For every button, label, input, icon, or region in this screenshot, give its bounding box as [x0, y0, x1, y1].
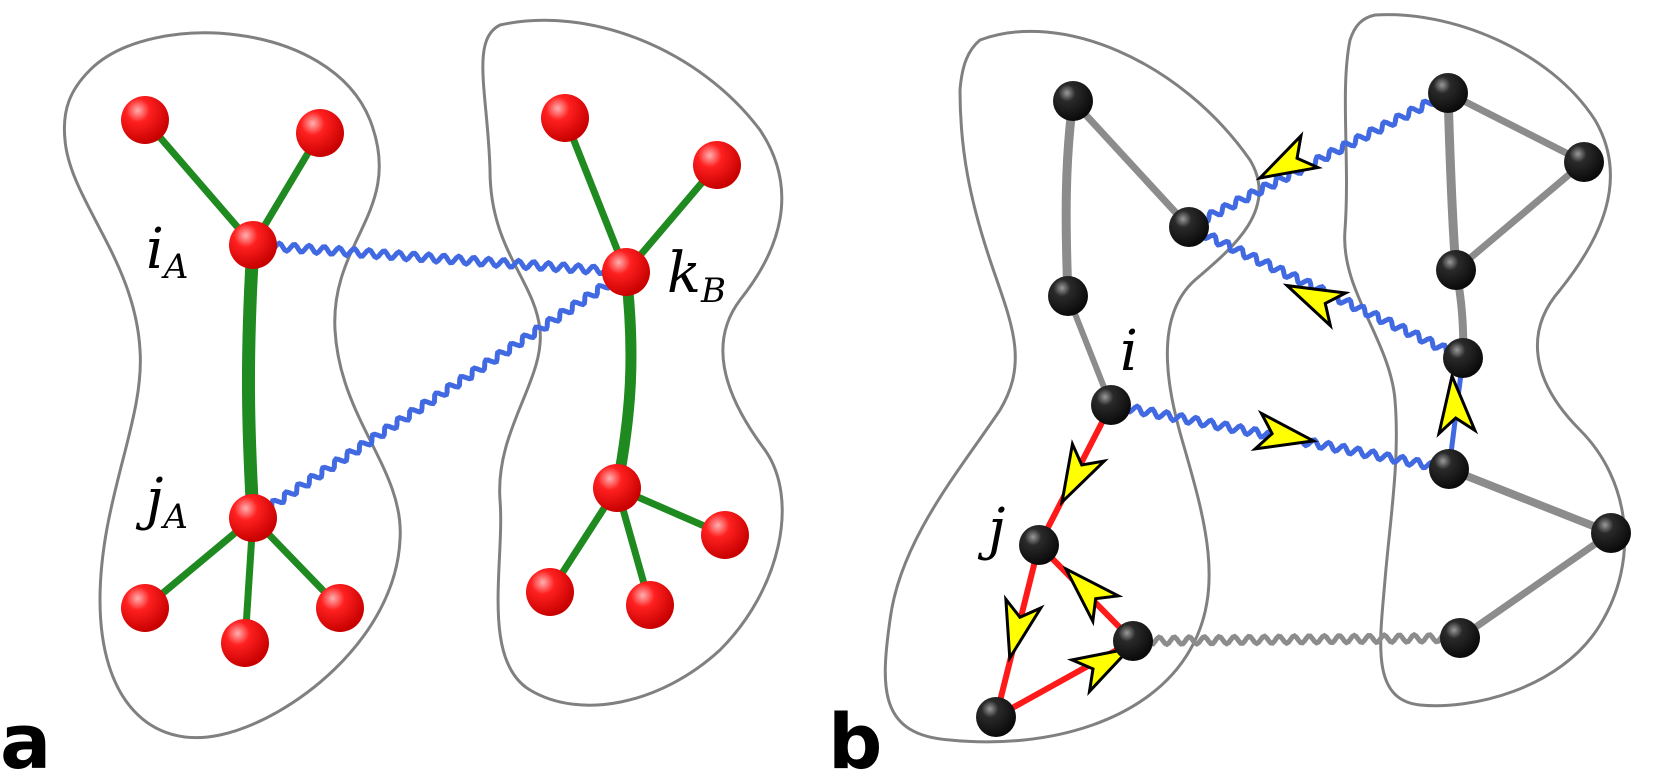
node-i — [1091, 385, 1131, 425]
node-leaf — [626, 581, 674, 629]
arrow-icon — [1282, 283, 1351, 331]
red-nodes — [121, 94, 749, 667]
node-leaf — [121, 96, 169, 144]
wavy-links-a — [250, 239, 629, 522]
node — [1048, 276, 1088, 316]
tree-edges-a — [141, 116, 344, 647]
tree-edges-b — [546, 114, 729, 609]
node-iA — [229, 221, 277, 269]
node — [1429, 449, 1469, 489]
label-jA: jA — [135, 467, 188, 537]
arrows — [1004, 131, 1479, 696]
arrow-icon — [1004, 594, 1045, 663]
node — [1443, 338, 1483, 378]
node — [976, 697, 1016, 737]
node-jA — [229, 494, 277, 542]
node — [1169, 207, 1209, 247]
community-left-outline — [883, 29, 1261, 744]
panel-b: i j b — [828, 13, 1631, 777]
node — [1053, 81, 1093, 121]
node — [1440, 618, 1480, 658]
community-right-outline — [1343, 13, 1627, 708]
arrow-icon — [1066, 646, 1135, 696]
node-leaf — [693, 141, 741, 189]
gray-edges — [1061, 88, 1615, 642]
node-leaf — [701, 511, 749, 559]
black-nodes — [976, 73, 1631, 737]
node-leaf — [541, 94, 589, 142]
node-leaf — [296, 109, 344, 157]
community-a-outline — [62, 31, 402, 740]
arrow-icon — [1255, 131, 1323, 181]
node-leaf — [526, 568, 574, 616]
node-leaf — [221, 619, 269, 667]
arrow-icon — [1062, 565, 1124, 627]
label-i: i — [1120, 319, 1138, 384]
node-kB — [602, 248, 650, 296]
panel-label-a: a — [0, 697, 51, 777]
node — [1436, 250, 1476, 290]
cycle-edges — [993, 402, 1136, 720]
label-iA: iA — [146, 217, 188, 287]
label-j: j — [977, 497, 1005, 562]
node — [1113, 621, 1153, 661]
node — [1591, 513, 1631, 553]
panel-label-b: b — [828, 697, 882, 777]
label-kB: kB — [667, 241, 726, 311]
community-b-outline — [481, 18, 784, 707]
arrow-icon — [1059, 439, 1109, 507]
arrow-icon — [1436, 371, 1479, 438]
arrow-icon — [1250, 409, 1319, 452]
panel-a: iA jA kB a — [0, 18, 784, 777]
node — [1564, 142, 1604, 182]
gray-wavy-link — [1130, 631, 1463, 648]
node-j — [1019, 525, 1059, 565]
node — [1428, 73, 1468, 113]
node-hub — [593, 464, 641, 512]
node-leaf — [316, 584, 364, 632]
node-leaf — [121, 584, 169, 632]
